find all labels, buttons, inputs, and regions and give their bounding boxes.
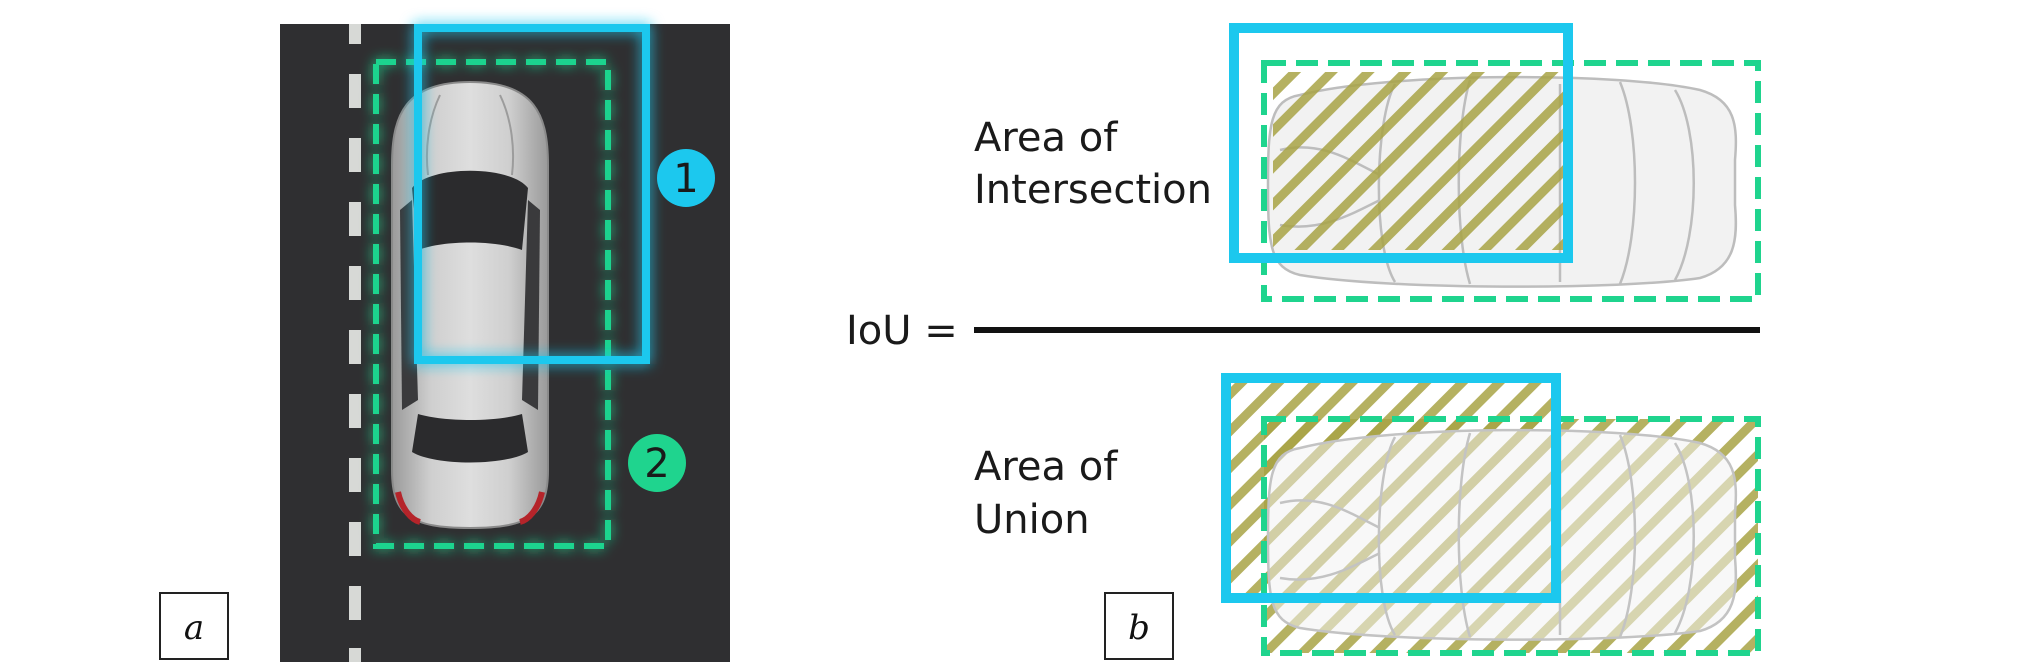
badge-1 — [657, 149, 715, 207]
numerator-ground-truth-box — [1261, 60, 1761, 302]
union-label-line2: Union — [974, 497, 1090, 543]
badge-2 — [628, 434, 686, 492]
union-label-line1: Area of — [974, 444, 1118, 490]
panel-b: Area of Intersection IoU = Area of Union — [846, 23, 1761, 660]
panel-b-letter-box — [1104, 592, 1174, 660]
intersection-hatch — [1273, 72, 1568, 250]
union-car-outline-icon — [1266, 428, 1738, 641]
panel-b-letter: b — [1128, 608, 1150, 648]
lane-markings — [349, 24, 361, 662]
ground-truth-box-2 — [373, 59, 611, 549]
denominator-prediction-box — [1221, 373, 1561, 603]
badge-2-label: 2 — [644, 441, 669, 487]
numerator-prediction-box — [1229, 23, 1573, 263]
numerator-illustration — [1229, 23, 1761, 302]
denominator-illustration — [1221, 373, 1761, 656]
denominator-ground-truth-box — [1261, 416, 1761, 656]
prediction-box-1 — [414, 24, 650, 364]
intersection-label-line1: Area of — [974, 115, 1118, 161]
badge-1-label: 1 — [673, 156, 698, 202]
panel-a-letter-box — [159, 592, 229, 660]
intersection-label-line2: Intersection — [974, 167, 1212, 213]
panel-a-letter: a — [184, 608, 204, 648]
iou-label: IoU = — [846, 308, 958, 354]
panel-a: 1 2 a — [159, 24, 730, 662]
